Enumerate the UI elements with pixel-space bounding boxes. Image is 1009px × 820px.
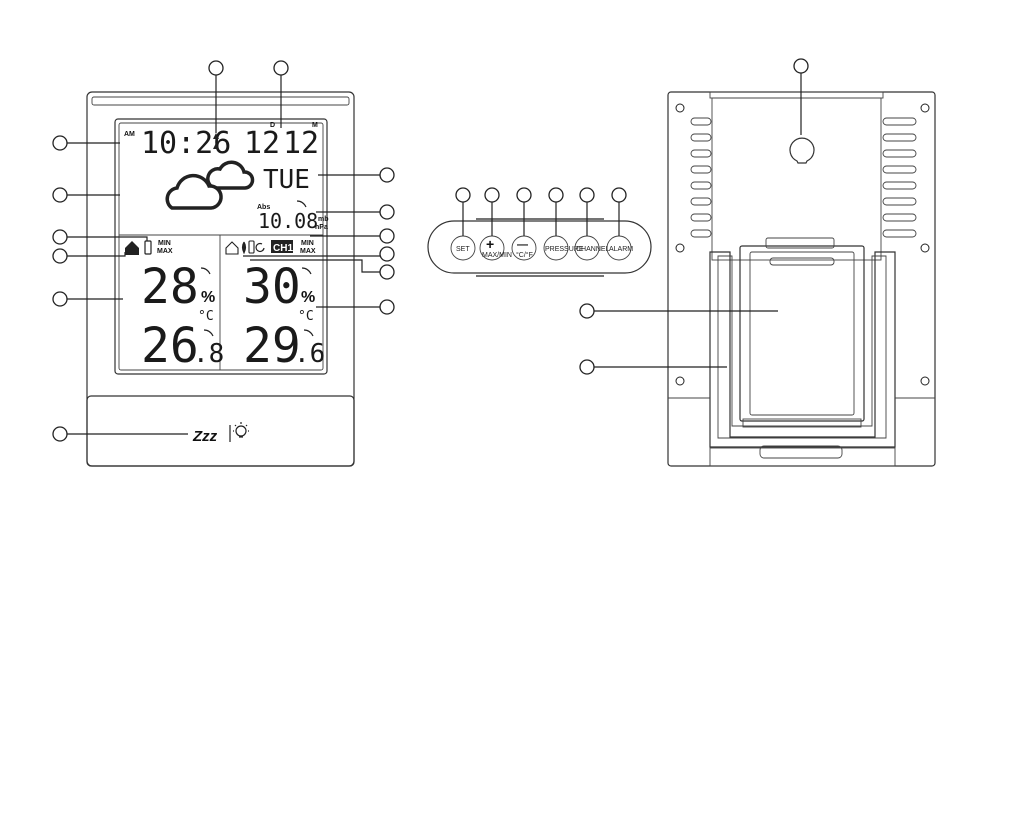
plus-button-label: + — [486, 236, 494, 252]
weekday-display: TUE — [263, 165, 310, 195]
sensor-icon — [226, 241, 254, 254]
stand-inner-frame — [718, 256, 886, 438]
stand-pocket-inner — [750, 252, 854, 415]
time-display: 10:26 — [141, 126, 231, 161]
back-bottom-base — [710, 448, 895, 466]
front-callouts — [53, 61, 394, 441]
bulb-icon — [233, 422, 249, 437]
back-top-panel — [712, 98, 881, 260]
outdoor-temp-trend — [304, 330, 313, 336]
day-marker: D — [270, 122, 275, 129]
channel-button-label: CHANNEL — [576, 246, 610, 253]
channel-button[interactable]: CHANNEL — [575, 236, 610, 260]
front-top-ridge — [92, 97, 349, 105]
indoor-min-label: MIN — [158, 240, 171, 247]
cloudy-icon — [167, 162, 252, 208]
screw-icons — [676, 104, 929, 385]
front-view: AM 10:26 12 D 12 M TUE Abs 10.08 mb hPa … — [53, 61, 394, 466]
left-vents — [691, 118, 711, 237]
stand-slot — [770, 258, 834, 265]
set-button-label: SET — [456, 246, 470, 253]
outdoor-temp-int: 29 — [243, 318, 301, 374]
stand-frame — [710, 252, 895, 447]
pressure-unit-mb: mb — [318, 216, 329, 223]
snooze-label: Zzz — [192, 428, 218, 445]
button-strip: SET + MAX/MIN — °C/°F PRESSURE CHANNEL A… — [428, 188, 651, 276]
indoor-humidity: 28 — [141, 259, 199, 315]
button-callouts — [456, 188, 626, 236]
front-bottom-bar — [87, 396, 354, 466]
battery-icon — [145, 241, 151, 254]
indoor-temp-trend — [204, 330, 213, 336]
date-day: 12 — [244, 126, 280, 161]
month-marker: M — [312, 122, 318, 129]
outdoor-max-label: MAX — [300, 248, 316, 255]
pressure-trend-icon — [297, 201, 306, 207]
outdoor-humidity: 30 — [243, 259, 301, 315]
indoor-temp-dec: .8 — [193, 339, 224, 369]
indoor-max-label: MAX — [157, 248, 173, 255]
unit-button-label: °C/°F — [516, 251, 533, 259]
stand-pocket — [740, 246, 864, 421]
back-top-plate — [710, 92, 883, 98]
pressure-unit-hpa: hPa — [315, 224, 328, 231]
am-indicator: AM — [124, 131, 135, 138]
pressure-value: 10.08 — [258, 209, 318, 233]
back-view — [580, 59, 935, 466]
indoor-humidity-unit: % — [201, 289, 215, 306]
alarm-button-label: ALARM — [609, 246, 633, 253]
outdoor-temp-dec: .6 — [294, 339, 325, 369]
outdoor-humidity-unit: % — [301, 289, 315, 306]
house-icon — [125, 241, 139, 255]
right-vents — [883, 118, 916, 237]
set-button[interactable]: SET — [451, 236, 475, 260]
indoor-humidity-trend — [201, 268, 210, 274]
wall-hang-hole — [790, 138, 814, 163]
channel-badge: CH1 — [273, 243, 293, 254]
indoor-temp-int: 26 — [141, 318, 199, 374]
maxmin-button-label: MAX/MIN — [482, 252, 512, 259]
plus-maxmin-button[interactable]: + MAX/MIN — [480, 236, 512, 260]
alarm-button[interactable]: ALARM — [607, 236, 633, 260]
indoor-temp-unit: °C — [198, 309, 214, 324]
minus-button-label: — — [517, 239, 528, 251]
refresh-icon — [256, 243, 264, 251]
back-callouts — [580, 59, 808, 374]
outdoor-humidity-trend — [302, 268, 311, 274]
outdoor-min-label: MIN — [301, 240, 314, 247]
date-month: 12 — [283, 126, 319, 161]
minus-unit-button[interactable]: — °C/°F — [512, 236, 536, 260]
